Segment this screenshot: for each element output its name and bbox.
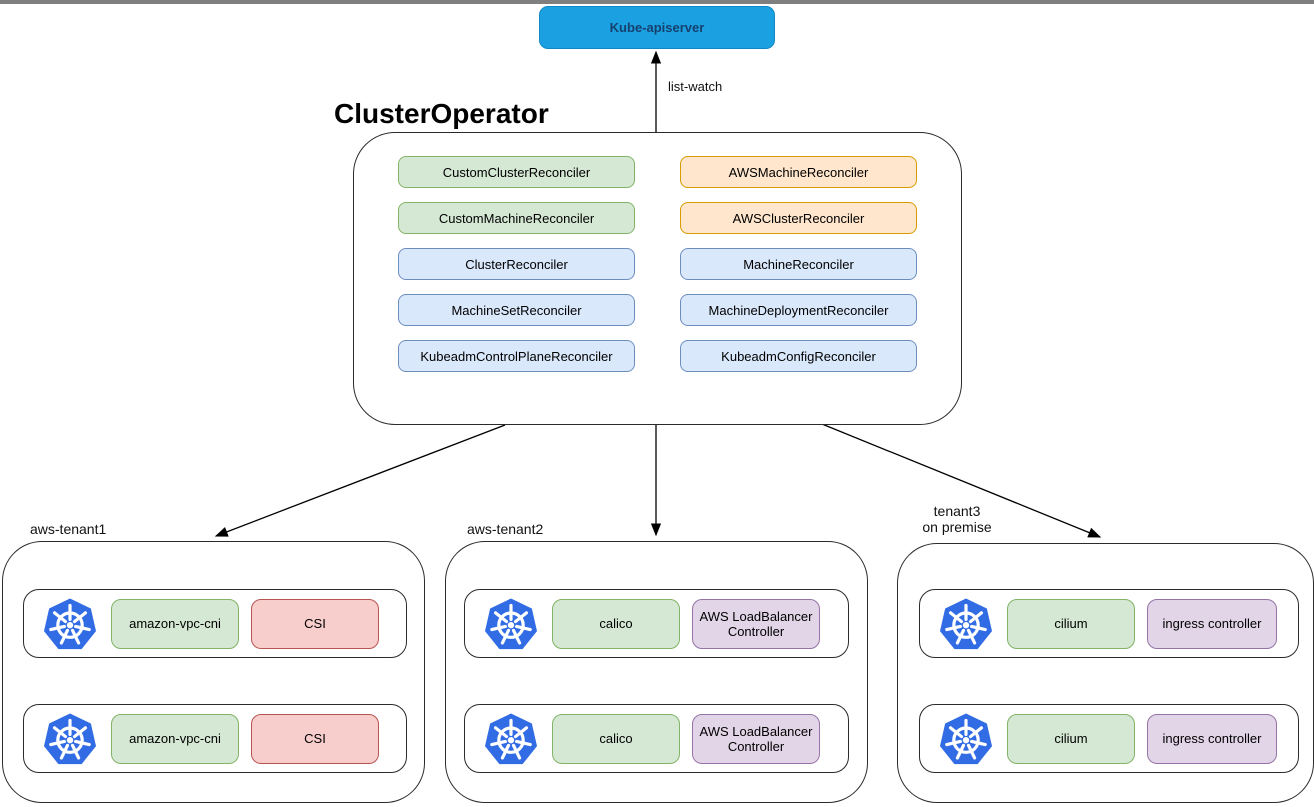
addon-box: CSI: [251, 713, 379, 764]
tenant3-card: cilium ingress controller cilium ingress…: [897, 543, 1314, 803]
kubernetes-icon: [483, 596, 539, 651]
cluster-operator-container: CustomClusterReconciler AWSMachineReconc…: [353, 132, 962, 425]
cni-box: cilium: [1007, 713, 1135, 764]
cni-box: amazon-vpc-cni: [111, 713, 239, 764]
reconciler-box: MachineSetReconciler: [398, 294, 635, 326]
cluster-row: cilium ingress controller: [919, 704, 1299, 773]
tenant2-card: calico AWS LoadBalancer Controller calic…: [445, 541, 868, 803]
cluster-operator-title: ClusterOperator: [334, 98, 549, 129]
kubernetes-icon: [483, 711, 539, 766]
cni-box: amazon-vpc-cni: [111, 598, 239, 649]
addon-box: ingress controller: [1147, 713, 1277, 764]
kube-apiserver-node: Kube-apiserver: [539, 6, 775, 49]
cluster-row: calico AWS LoadBalancer Controller: [464, 704, 849, 773]
addon-box: AWS LoadBalancer Controller: [692, 713, 820, 764]
reconciler-box: ClusterReconciler: [398, 248, 635, 280]
tenant2-label: aws-tenant2: [467, 521, 544, 537]
kubernetes-icon: [42, 596, 98, 651]
reconciler-box: KubeadmConfigReconciler: [680, 340, 917, 372]
addon-box: AWS LoadBalancer Controller: [692, 598, 820, 649]
cluster-row: cilium ingress controller: [919, 589, 1299, 658]
cluster-row: calico AWS LoadBalancer Controller: [464, 589, 849, 658]
reconciler-box: MachineReconciler: [680, 248, 917, 280]
edge-to-tenant1: [214, 424, 506, 537]
addon-box: CSI: [251, 598, 379, 649]
cluster-row: amazon-vpc-cni CSI: [23, 589, 407, 658]
window-top-border: [0, 0, 1314, 4]
reconciler-box: KubeadmControlPlaneReconciler: [398, 340, 635, 372]
cni-box: cilium: [1007, 598, 1135, 649]
cni-box: calico: [552, 598, 680, 649]
addon-box: ingress controller: [1147, 598, 1277, 649]
cni-box: calico: [552, 713, 680, 764]
reconciler-box: CustomClusterReconciler: [398, 156, 635, 188]
reconciler-box: MachineDeploymentReconciler: [680, 294, 917, 326]
cluster-row: amazon-vpc-cni CSI: [23, 704, 407, 773]
kubernetes-icon: [938, 711, 994, 766]
tenant3-label-line2: on premise: [922, 519, 992, 535]
reconciler-box: AWSMachineReconciler: [680, 156, 917, 188]
reconciler-box: CustomMachineReconciler: [398, 202, 635, 234]
kubernetes-icon: [42, 711, 98, 766]
tenant1-card: amazon-vpc-cni CSI amazon-vpc-cni CSI: [2, 541, 425, 803]
tenant3-label-line1: tenant3: [933, 503, 981, 519]
list-watch-label: list-watch: [668, 79, 723, 94]
tenant3-label: tenant3 on premise: [912, 503, 1002, 535]
reconciler-grid: CustomClusterReconciler AWSMachineReconc…: [398, 156, 917, 372]
reconciler-box: AWSClusterReconciler: [680, 202, 917, 234]
tenant1-label: aws-tenant1: [30, 521, 107, 537]
kubernetes-icon: [938, 596, 994, 651]
